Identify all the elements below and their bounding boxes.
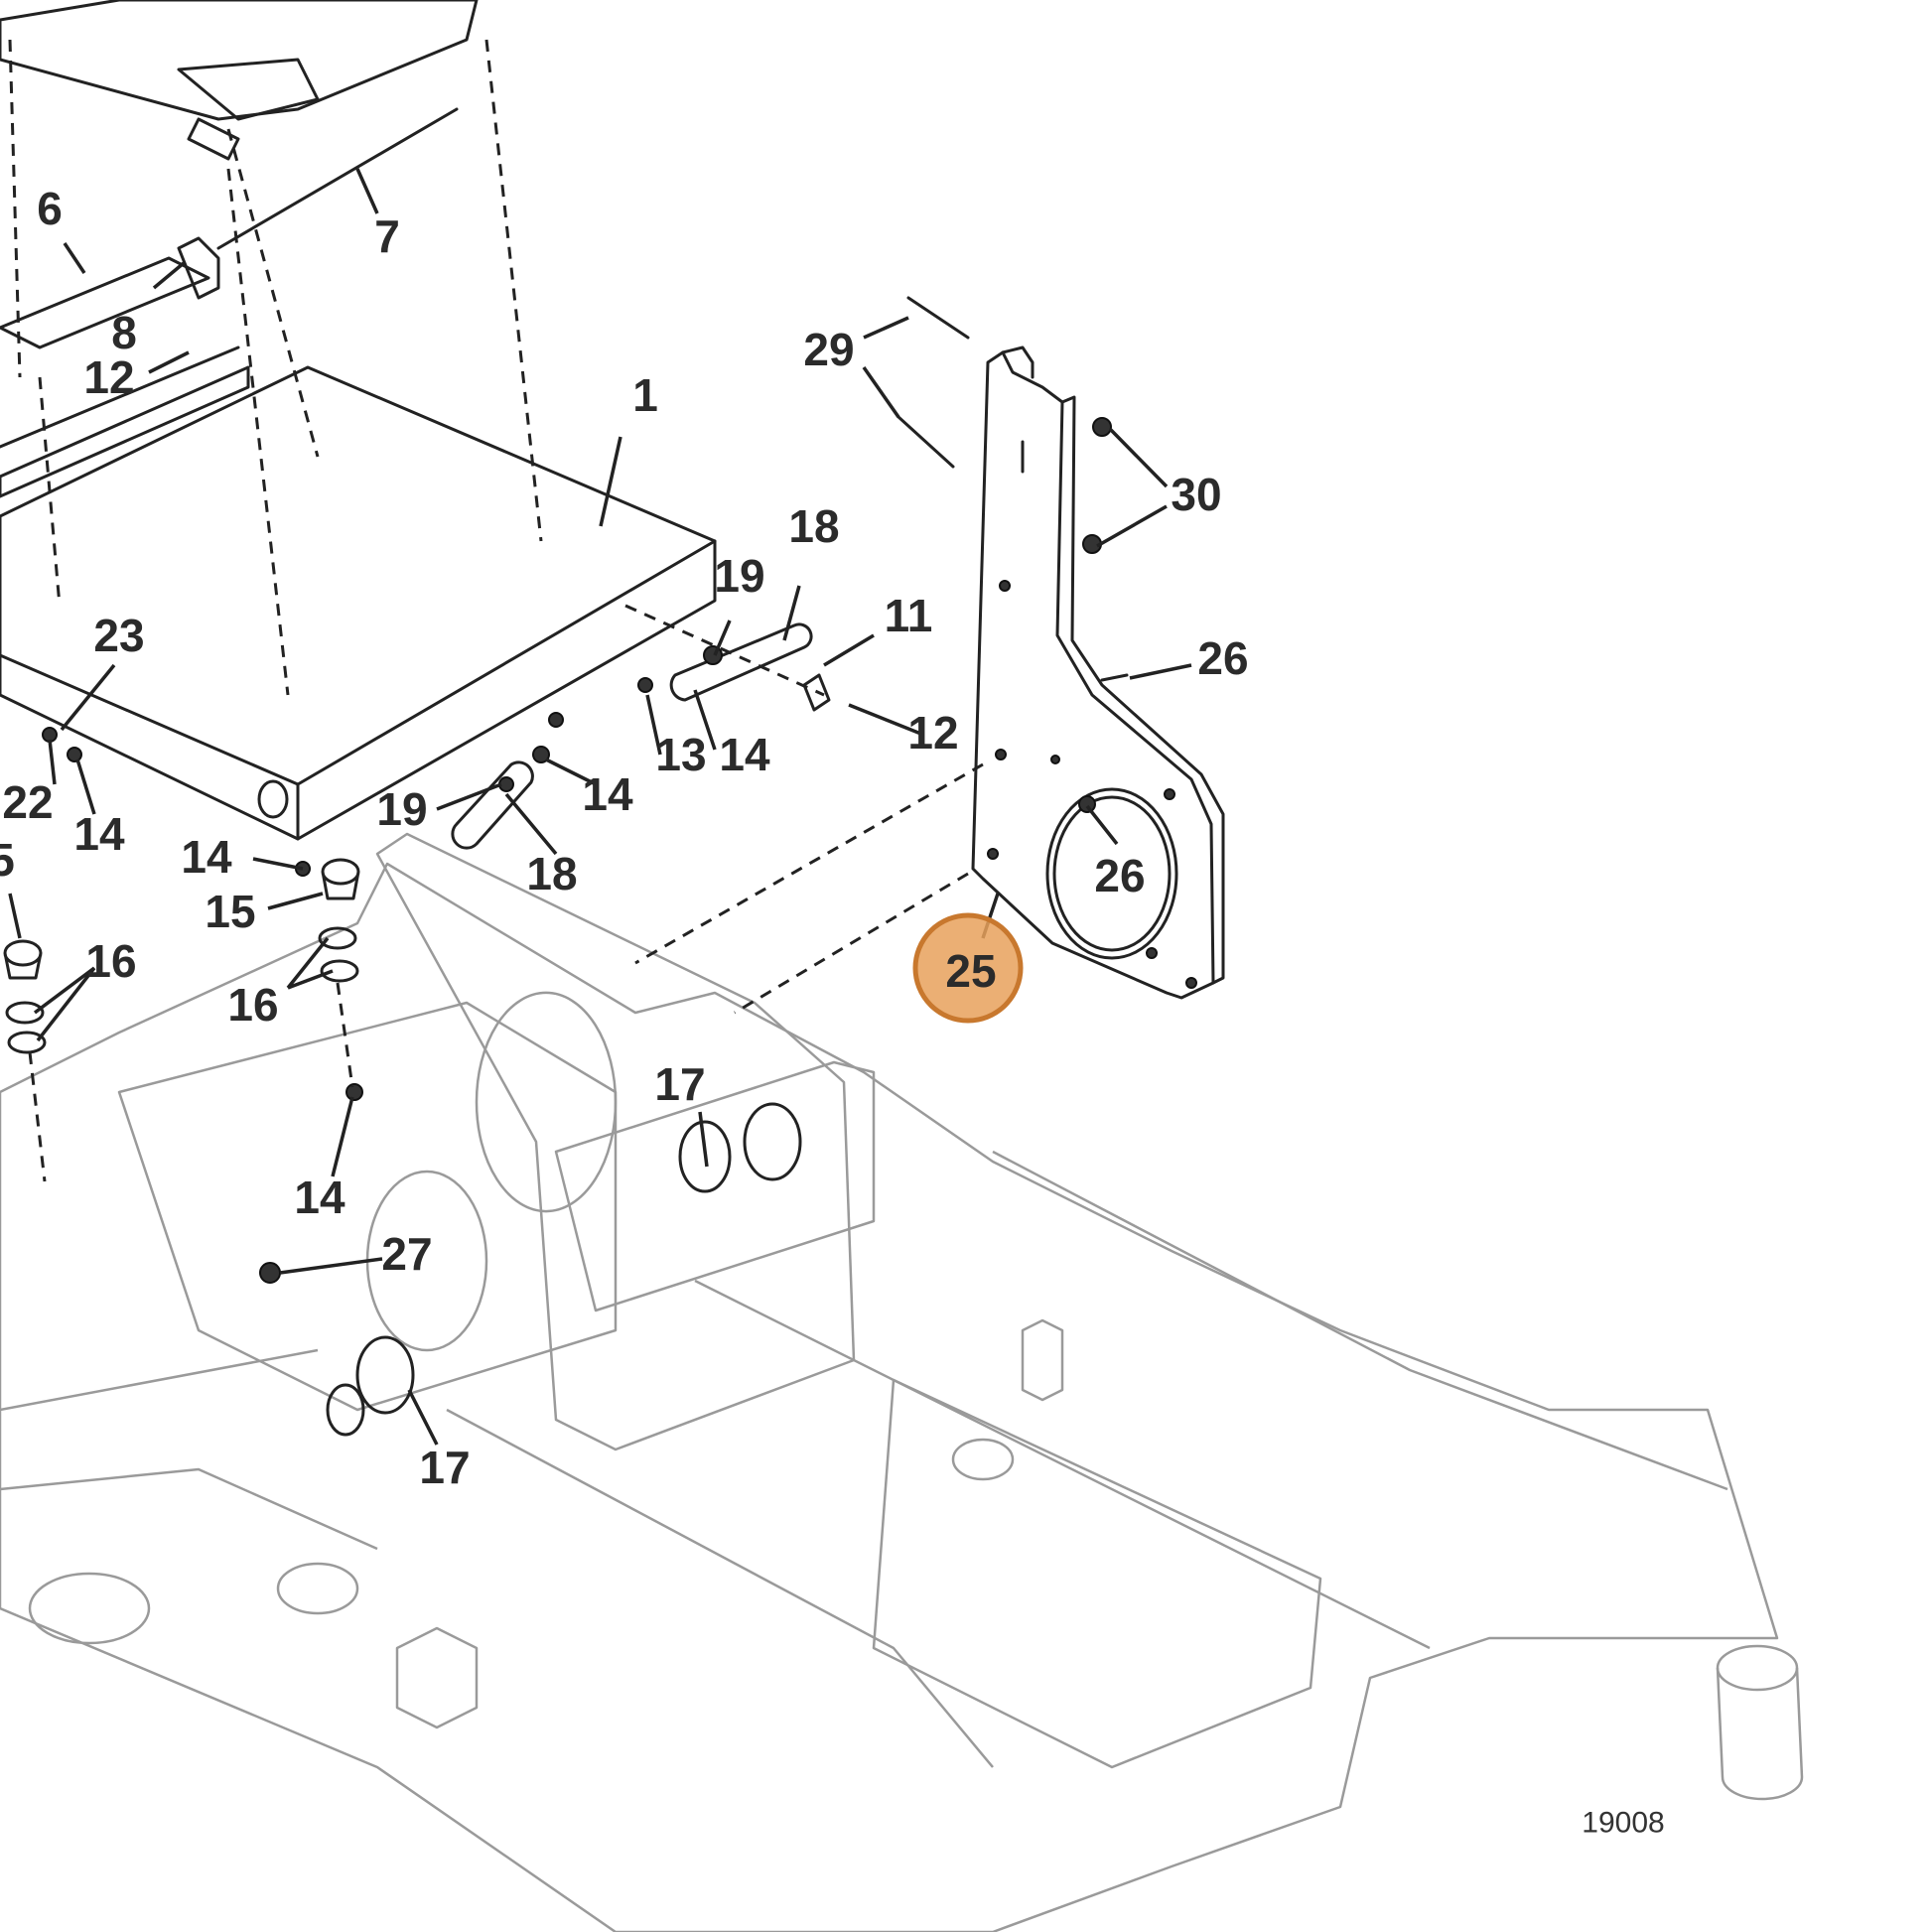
callout-15: 15 (205, 886, 255, 937)
callout-18-lower: 18 (526, 848, 577, 899)
seat-assembly (0, 0, 479, 161)
callout-23: 23 (93, 610, 144, 661)
callout-18-upper: 18 (788, 500, 839, 552)
callout-highlight-25 (912, 912, 1024, 1024)
callout-14-lower: 14 (294, 1172, 345, 1223)
callout-14-stud: 14 (181, 831, 232, 883)
callout-8: 8 (111, 307, 137, 358)
pivot-pins (326, 622, 831, 1437)
callout-26-upper: 26 (1197, 632, 1248, 684)
callout-22: 22 (2, 776, 53, 828)
callout-12-top: 12 (83, 351, 134, 403)
callout-11: 11 (885, 590, 933, 641)
callout-14-mid: 14 (719, 729, 770, 780)
callout-25: 25 (945, 945, 996, 997)
callout-13: 13 (655, 729, 706, 780)
seat-rod (216, 107, 459, 250)
callout-12-right: 12 (907, 707, 958, 759)
callout-6: 6 (37, 183, 63, 234)
alignment-lines (8, 39, 984, 1182)
callout-29: 29 (803, 324, 854, 375)
slide-rail (0, 236, 250, 498)
callout-1: 1 (632, 369, 658, 421)
frame-chassis (0, 832, 1804, 1932)
seat-plate (0, 365, 717, 841)
callout-14-left: 14 (73, 808, 125, 860)
callout-5: 5 (0, 834, 15, 886)
callout-26-lower: 26 (1094, 850, 1145, 901)
callout-27: 27 (381, 1228, 432, 1280)
callout-17-lower: 17 (419, 1442, 470, 1493)
mounting-bracket (971, 345, 1225, 1000)
callout-labels: 6 7 8 12 1 29 30 18 19 11 23 26 12 13 14… (0, 183, 1249, 1493)
fasteners (3, 296, 1129, 1284)
leader-lines (8, 168, 1192, 1446)
callout-16-right: 16 (227, 979, 278, 1031)
callout-7: 7 (374, 210, 400, 262)
callout-19-lower: 19 (376, 783, 427, 835)
callout-16-left: 16 (85, 935, 136, 987)
drawing-number: 19008 (1582, 1807, 1664, 1840)
callout-19-upper: 19 (714, 550, 764, 602)
callout-30: 30 (1171, 469, 1221, 520)
callout-17-upper: 17 (654, 1058, 705, 1110)
callout-14-pin: 14 (582, 768, 633, 820)
